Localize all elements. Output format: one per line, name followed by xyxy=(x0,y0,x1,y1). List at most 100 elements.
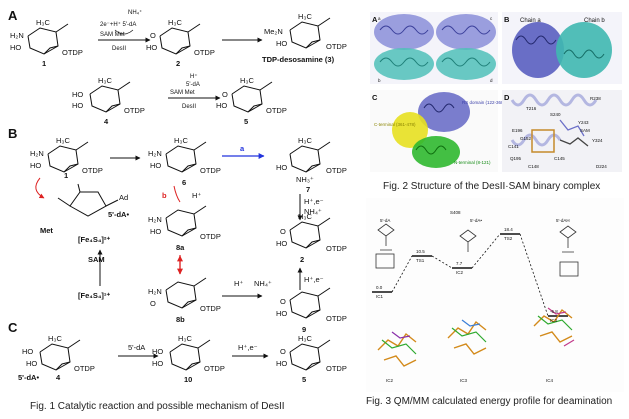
ho-label: HO xyxy=(150,161,161,170)
fig2-sub-D: D xyxy=(504,93,510,102)
otdp-label: OTDP xyxy=(200,304,221,313)
he-7: H⁺,e⁻ xyxy=(304,197,324,206)
reagents-a-1: 2e⁻+H⁺ 5'-dA xyxy=(100,21,136,28)
hplus-8b: H⁺ xyxy=(234,279,243,288)
fig2-sub-A: A xyxy=(372,15,378,24)
fig2-sub-B: B xyxy=(504,15,510,24)
h3c-label: H₃C xyxy=(178,334,192,343)
h2n-label: H₂N xyxy=(30,149,44,158)
fig2-panel-A xyxy=(370,12,498,84)
quadrant-a: a xyxy=(378,16,381,21)
otdp-label: OTDP xyxy=(204,364,225,373)
h2n-label: H₂N xyxy=(10,31,24,40)
compound-8a-number: 8a xyxy=(176,243,185,252)
struct-ic4: IC4 xyxy=(546,378,554,383)
hplus-a-b: H⁺ xyxy=(190,73,198,80)
fes-2plus: [Fe₄S₄]²⁺ xyxy=(78,235,110,244)
otdp-label: OTDP xyxy=(194,48,215,57)
reagents-a-2: SAM Met xyxy=(100,32,125,38)
nh4-7: NH₄⁺ xyxy=(304,207,322,216)
fig1-caption: Fig. 1 Catalytic reaction and possible m… xyxy=(30,401,285,412)
panel-B-label: B xyxy=(8,126,17,141)
otdp-label: OTDP xyxy=(62,48,83,57)
mol-label-s408: S408 xyxy=(450,210,461,215)
nh4-a: NH₄⁺ xyxy=(128,9,142,16)
otdp-label: OTDP xyxy=(326,244,347,253)
otdp-label: OTDP xyxy=(200,232,221,241)
o-label: O xyxy=(150,299,156,308)
ho-label: HO xyxy=(276,239,287,248)
state-ts1: TS1 xyxy=(416,258,425,263)
state-ic1: IC1 xyxy=(376,294,384,299)
compound-3-structure xyxy=(289,17,331,49)
otdp-label: OTDP xyxy=(326,42,347,51)
otdp-label: OTDP xyxy=(326,314,347,323)
level-ic1: 0.0 xyxy=(376,285,383,290)
chain-b-label: Chain b xyxy=(584,18,605,24)
sam-label: SAM xyxy=(88,255,105,264)
h3c-label: H₃C xyxy=(174,136,188,145)
quadrant-d: d xyxy=(490,78,493,83)
nh3-label: NH₃⁺ xyxy=(296,175,314,184)
sam-met-a-b: SAM Met xyxy=(170,90,195,96)
compound-9-structure xyxy=(289,287,331,319)
n-terminal-label: N-terminal (8-121) xyxy=(454,160,491,165)
level-ts2: 18.4 xyxy=(504,227,513,232)
enzyme-desii-a: DesII xyxy=(112,46,126,52)
residue-g152: G152 xyxy=(520,136,532,141)
mol-label-5da-radical: 5'-dA• xyxy=(470,218,482,223)
residue-t216: T216 xyxy=(526,106,537,111)
h2n-label: H₂N xyxy=(148,287,162,296)
met-label: Met xyxy=(40,226,53,235)
fig2-caption: Fig. 2 Structure of the DesII·SAM binary… xyxy=(383,181,600,192)
ho-label: HO xyxy=(10,43,21,52)
fig2-panel-D xyxy=(502,90,622,172)
h2n-label: H₂N xyxy=(148,149,162,158)
compound-1b-number: 1 xyxy=(64,171,68,180)
panel-A-label: A xyxy=(8,8,18,23)
compound-4-number: 4 xyxy=(104,117,109,126)
ho-label: HO xyxy=(152,347,163,356)
compound-5c-structure xyxy=(289,339,331,371)
residue-sam: SAM xyxy=(580,128,590,133)
residue-s240: S240 xyxy=(550,112,561,117)
otdp-label: OTDP xyxy=(82,166,103,175)
h3c-label: H₃C xyxy=(168,18,182,27)
compound-7-structure xyxy=(289,141,331,173)
h3c-label: H₃C xyxy=(56,136,70,145)
h3c-label: H₃C xyxy=(298,212,312,221)
ho-label: HO xyxy=(276,309,287,318)
ho-label: HO xyxy=(276,359,287,368)
residue-q195: Q195 xyxy=(510,156,522,161)
fes-1plus: [Fe₄S₄]¹⁺ xyxy=(78,291,110,300)
fig3-caption: Fig. 3 QM/MM calculated energy profile f… xyxy=(366,396,612,407)
ho-label: HO xyxy=(150,227,161,236)
level-ic3: -6.8 xyxy=(550,309,558,314)
residue-r238: R238 xyxy=(590,96,601,101)
residue-c145: C145 xyxy=(554,156,565,161)
mol-label-5dah: 5'-dAH xyxy=(556,218,570,223)
ho-label: HO xyxy=(26,359,37,368)
compound-2b-number: 2 xyxy=(300,255,304,264)
o-label: O xyxy=(280,227,286,236)
otdp-label: OTDP xyxy=(200,166,221,175)
enzyme-desii-b: DesII xyxy=(182,104,196,110)
level-ts1: 10.5 xyxy=(416,249,425,254)
red-curved-arrow-h-abstraction xyxy=(35,177,45,199)
5da-c: 5'-dA xyxy=(128,343,145,352)
ho-label: HO xyxy=(216,101,227,110)
ho-label: HO xyxy=(152,359,163,368)
otdp-label: OTDP xyxy=(74,364,95,373)
me2n-label: Me₂N xyxy=(264,27,283,36)
compound-9-number: 9 xyxy=(302,325,306,334)
quadrant-b: b xyxy=(378,78,381,83)
compound-3-name: TDP-desosamine (3) xyxy=(262,55,335,64)
quadrant-c: c xyxy=(490,16,493,21)
state-ts2: TS2 xyxy=(504,236,513,241)
o-label: O xyxy=(222,90,228,99)
ho-label: HO xyxy=(276,163,287,172)
path-a-label: a xyxy=(240,144,245,153)
chain-a-label: Chain a xyxy=(520,18,541,24)
residue-y324: Y324 xyxy=(592,138,603,143)
